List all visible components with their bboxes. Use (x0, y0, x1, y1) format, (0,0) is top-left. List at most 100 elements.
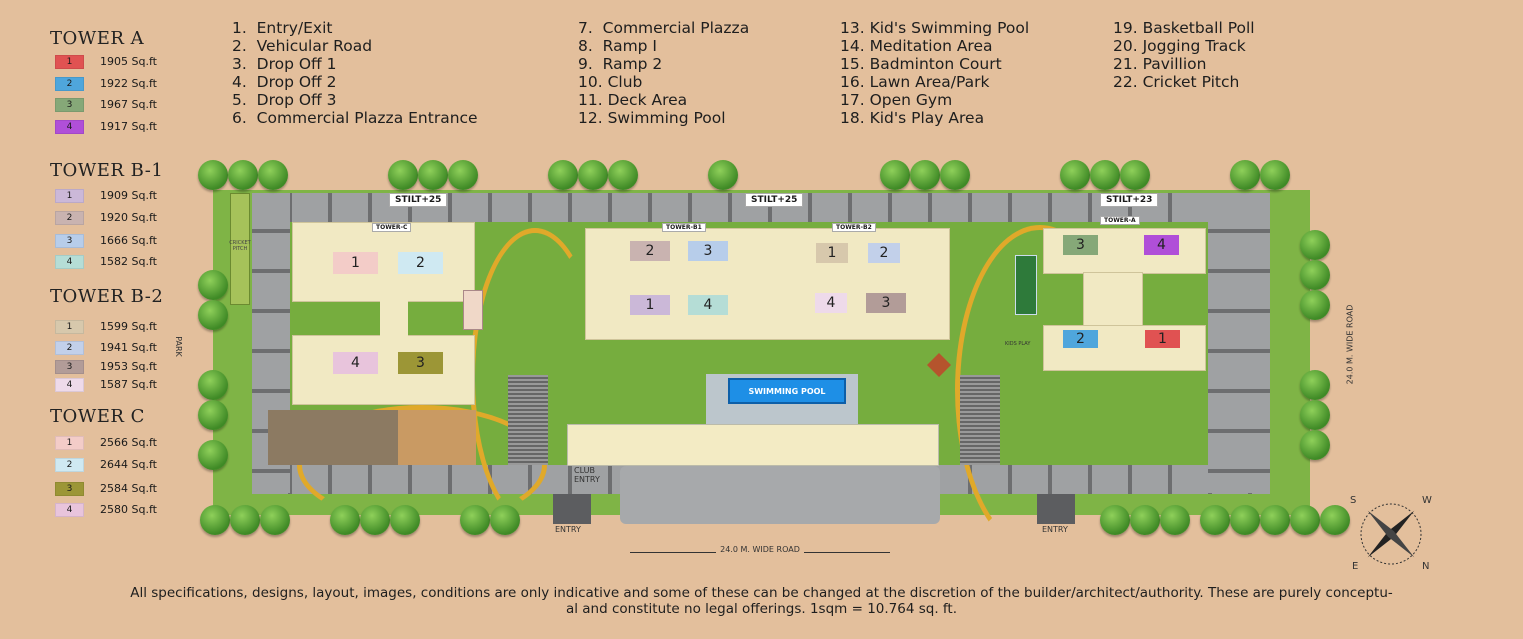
legend-unit-row: 3 1967 Sq.ft (55, 97, 157, 112)
amenity-item: 13. Kid's Swimming Pool (840, 19, 1030, 37)
tower-c-block (292, 222, 475, 302)
tree-icon (708, 160, 738, 190)
compass-e: E (1352, 561, 1359, 572)
tree-icon (418, 160, 448, 190)
map-unit-marker: 1 (1145, 330, 1180, 348)
tree-icon (228, 160, 258, 190)
stilt-label-tower-b: STILT+25 (745, 193, 804, 207)
tree-icon (1300, 260, 1330, 290)
tree-icon (1230, 505, 1260, 535)
tree-icon (1130, 505, 1160, 535)
legend-unit-row: 3 1953 Sq.ft (55, 359, 157, 374)
unit-color-swatch: 4 (55, 254, 84, 269)
unit-color-swatch: 2 (55, 340, 84, 355)
road-bottom-text: 24.0 M. WIDE ROAD (716, 545, 804, 554)
tower-c-block (292, 335, 475, 405)
map-unit-marker: 2 (1063, 330, 1098, 348)
unit-color-swatch: 1 (55, 319, 84, 334)
amenity-item: 14. Meditation Area (840, 37, 993, 55)
tower-c-label: TOWER-C (372, 223, 412, 232)
tree-icon (490, 505, 520, 535)
jogging-track (297, 405, 547, 525)
map-unit-marker: 4 (815, 293, 847, 313)
tree-icon (1300, 230, 1330, 260)
tree-icon (940, 160, 970, 190)
legend-unit-row: 1 1599 Sq.ft (55, 319, 157, 334)
tree-icon (1260, 505, 1290, 535)
legend-tower-title: TOWER B-1 (50, 160, 164, 181)
amenity-item: 22. Cricket Pitch (1113, 73, 1240, 91)
tree-icon (260, 505, 290, 535)
disclaimer-line-1: All specifications, designs, layout, ima… (130, 585, 1393, 601)
unit-color-swatch: 3 (55, 97, 84, 112)
disclaimer-line-2: al and constitute no legal offerings. 1s… (565, 601, 958, 617)
unit-color-swatch: 2 (55, 76, 84, 91)
compass-s: S (1350, 495, 1357, 506)
tower-b1-label: TOWER-B1 (662, 223, 706, 232)
unit-area: 1967 Sq.ft (100, 98, 157, 111)
meditation-area (463, 290, 483, 330)
tree-icon (910, 160, 940, 190)
tree-icon (1100, 505, 1130, 535)
map-unit-marker: 1 (816, 243, 848, 263)
unit-color-swatch: 4 (55, 119, 84, 134)
unit-color-swatch: 3 (55, 481, 84, 496)
amenity-item: 7. Commercial Plazza (578, 19, 750, 37)
amenity-item: 20. Jogging Track (1113, 37, 1246, 55)
unit-color-swatch: 2 (55, 457, 84, 472)
amenity-item: 6. Commercial Plazza Entrance (232, 109, 478, 127)
amenity-item: 9. Ramp 2 (578, 55, 663, 73)
unit-area: 1905 Sq.ft (100, 55, 157, 68)
tower-a-core (1083, 272, 1143, 327)
amenity-item: 19. Basketball Poll (1113, 19, 1255, 37)
tree-icon (360, 505, 390, 535)
unit-color-swatch: 3 (55, 359, 84, 374)
legend-tower-title: TOWER B-2 (50, 286, 164, 307)
entry-label-right: ENTRY (1042, 525, 1068, 534)
unit-color-swatch: 4 (55, 377, 84, 392)
unit-area: 1953 Sq.ft (100, 360, 157, 373)
unit-color-swatch: 1 (55, 435, 84, 450)
unit-area: 2584 Sq.ft (100, 482, 157, 495)
amenity-item: 1. Entry/Exit (232, 19, 333, 37)
amenity-item: 18. Kid's Play Area (840, 109, 985, 127)
ramp-1 (960, 375, 1000, 465)
entry-gate-left (553, 494, 591, 524)
tree-icon (460, 505, 490, 535)
map-unit-marker: 3 (866, 293, 906, 313)
tree-icon (880, 160, 910, 190)
tree-icon (1260, 160, 1290, 190)
stilt-label-tower-c: STILT+25 (389, 193, 448, 207)
map-unit-marker: 2 (630, 241, 670, 261)
compass-n: N (1422, 561, 1430, 572)
legend-unit-row: 3 2584 Sq.ft (55, 481, 157, 496)
tree-icon (390, 505, 420, 535)
tree-icon (1290, 505, 1320, 535)
unit-area: 2566 Sq.ft (100, 436, 157, 449)
tree-icon (1230, 160, 1260, 190)
tree-icon (1300, 370, 1330, 400)
amenity-item: 21. Pavillion (1113, 55, 1207, 73)
unit-area: 1599 Sq.ft (100, 320, 157, 333)
unit-area: 1920 Sq.ft (100, 211, 157, 224)
map-unit-marker: 3 (688, 241, 728, 261)
kids-play-label: KIDS PLAY (1005, 341, 1031, 347)
tree-icon (258, 160, 288, 190)
tower-a-label: TOWER-A (1100, 216, 1140, 225)
swimming-pool: SWIMMING POOL (728, 378, 846, 404)
unit-area: 1666 Sq.ft (100, 234, 157, 247)
stilt-label-tower-a: STILT+23 (1100, 193, 1159, 207)
tree-icon (1060, 160, 1090, 190)
tree-icon (608, 160, 638, 190)
tree-icon (388, 160, 418, 190)
map-unit-marker: 3 (1063, 235, 1098, 255)
entry-gate-right (1037, 494, 1075, 524)
ramp-2 (508, 375, 548, 465)
